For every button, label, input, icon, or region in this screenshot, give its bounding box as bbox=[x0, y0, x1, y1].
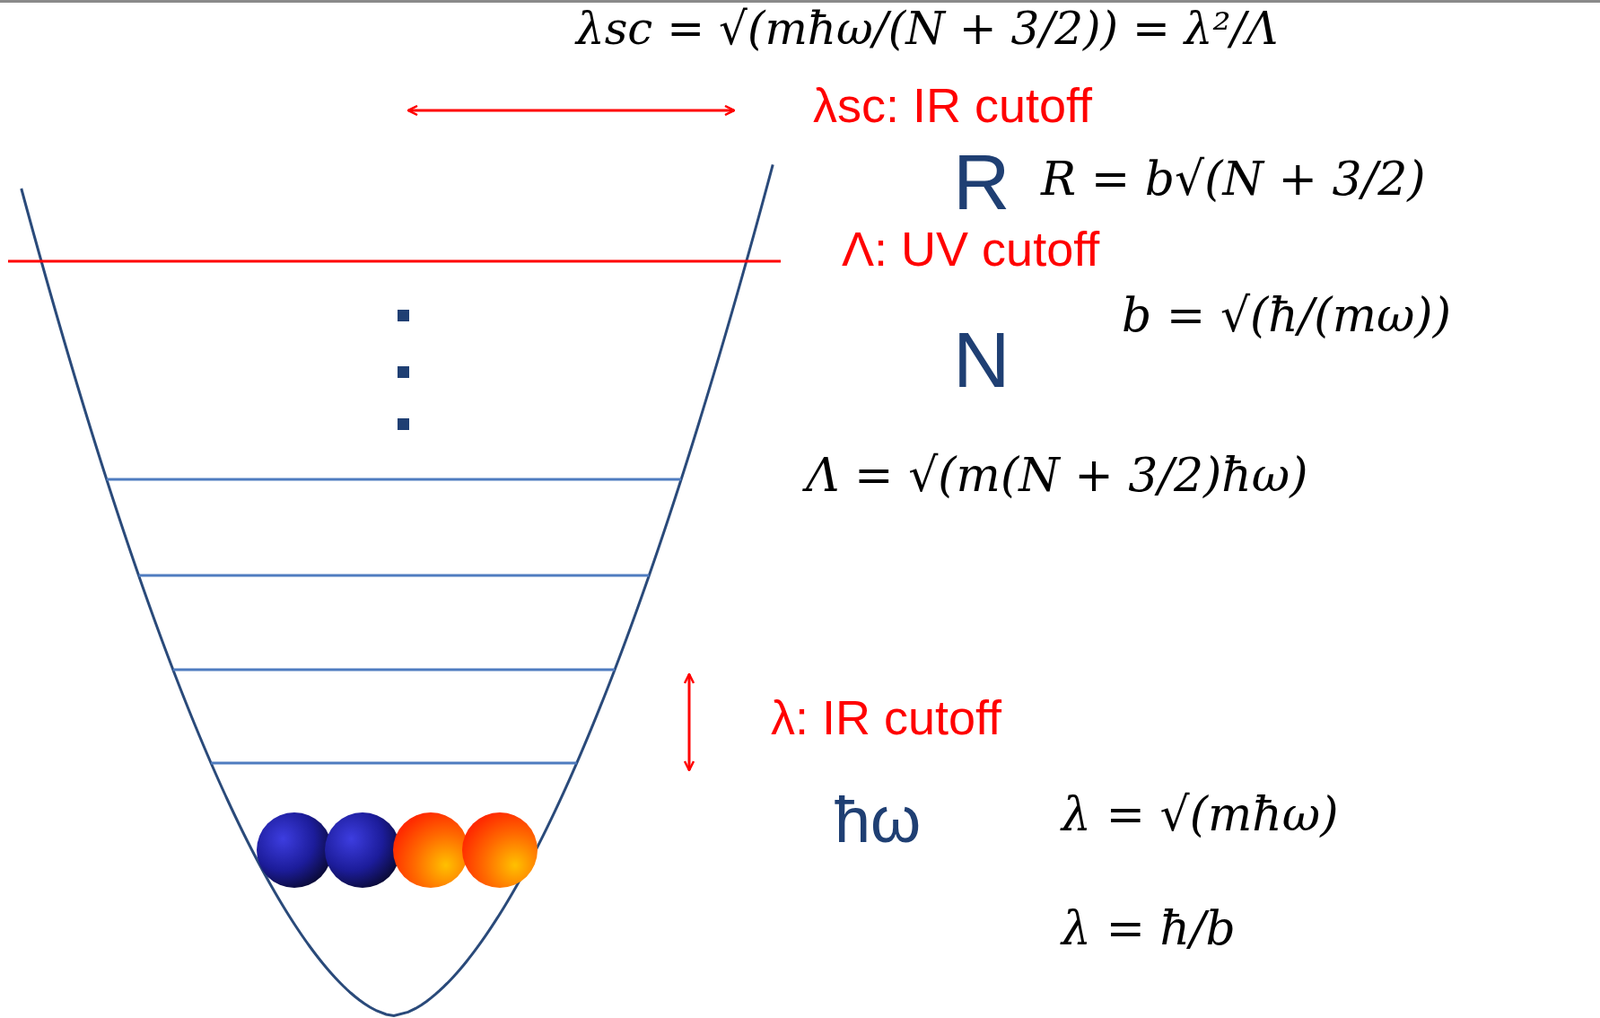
formula: Λ = √(m(N + 3/2)ħω) bbox=[805, 448, 1308, 503]
energy-level bbox=[106, 478, 682, 481]
nucleon-ball bbox=[256, 812, 333, 888]
ellipsis-dot bbox=[397, 418, 410, 430]
cutoff-label: λ: IR cutoff bbox=[770, 689, 1002, 745]
potential-well bbox=[21, 164, 773, 1015]
ir-span-arrow bbox=[408, 109, 735, 113]
parabola-curve bbox=[21, 164, 773, 1015]
cutoff-label: λsc: IR cutoff bbox=[813, 77, 1093, 133]
energy-level bbox=[210, 761, 578, 765]
top-rule bbox=[0, 0, 1600, 3]
symbol-label: ħω bbox=[834, 782, 921, 857]
formula: λsc = √(mħω/(N + 3/2)) = λ²/Λ bbox=[576, 3, 1278, 56]
formula: R = b√(N + 3/2) bbox=[1040, 152, 1426, 207]
nucleon-ball bbox=[393, 812, 469, 888]
formula: λ = √(mħω) bbox=[1061, 787, 1339, 842]
level-spacing-arrow bbox=[688, 673, 691, 770]
cutoff-label: Λ: UV cutoff bbox=[841, 220, 1100, 277]
formula: λ = ħ/b bbox=[1061, 901, 1236, 956]
ellipsis-dot bbox=[397, 309, 410, 322]
ellipsis-dot bbox=[397, 366, 410, 378]
energy-level bbox=[173, 668, 615, 672]
nucleon-ball bbox=[324, 812, 401, 888]
symbol-label: R bbox=[953, 136, 1011, 228]
energy-level bbox=[139, 574, 650, 578]
formula: b = √(ħ/(mω)) bbox=[1121, 288, 1452, 343]
symbol-label: N bbox=[953, 314, 1011, 405]
uv-cutoff-line bbox=[8, 260, 781, 263]
nucleon-ball bbox=[462, 812, 538, 888]
